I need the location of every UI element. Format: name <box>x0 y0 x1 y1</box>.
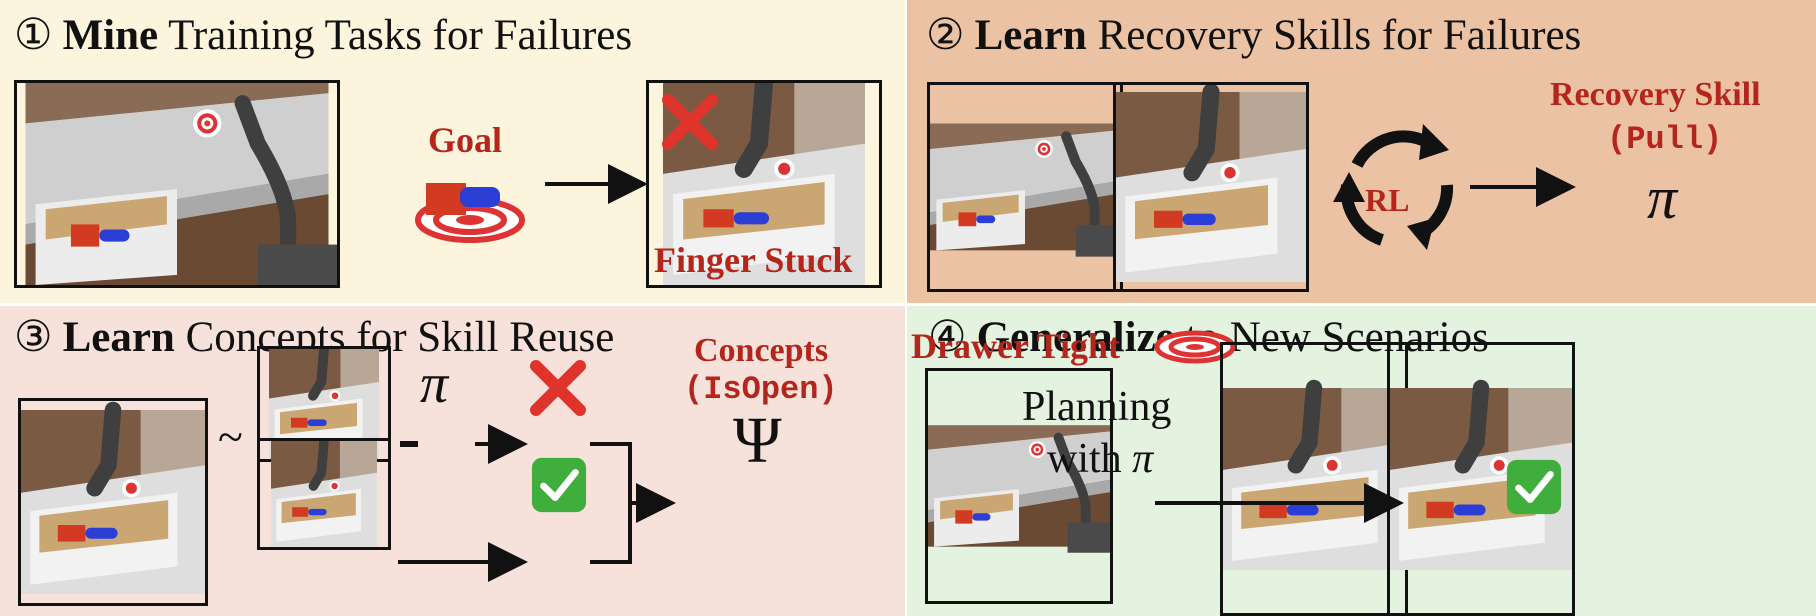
recovery-scene-image-2 <box>1113 82 1309 292</box>
step-number: ① <box>14 12 53 59</box>
planning-with-text: with <box>1047 436 1133 482</box>
concepts-code: (IsOpen) <box>684 371 838 408</box>
target-icon <box>1154 330 1236 364</box>
planning-label-line1: Planning <box>1022 384 1172 430</box>
check-mark-icon <box>1505 458 1563 516</box>
training-scene-image <box>14 80 340 288</box>
title-rest: Concepts for Skill Reuse <box>174 314 615 361</box>
step-number: ② <box>926 12 965 59</box>
concept-sample-scene-2 <box>257 438 391 550</box>
pi-symbol: π <box>1647 165 1678 231</box>
rl-label: RL <box>1365 182 1410 218</box>
pi-symbol: π <box>420 353 449 415</box>
new-scenario-scene-image <box>925 368 1113 604</box>
goal-icon <box>415 183 525 243</box>
result-scene-image-2 <box>1387 342 1575 616</box>
title-rest: Training Tasks for Failures <box>158 12 633 59</box>
title-rest: to New Scenarios <box>1174 314 1489 361</box>
finger-stuck-label: Finger Stuck <box>654 240 853 280</box>
goal-label: Goal <box>428 120 503 160</box>
result-scene-image-1 <box>1220 342 1408 616</box>
cross-mark-icon <box>528 358 588 418</box>
recovery-scene-image-1 <box>927 82 1123 292</box>
title-bold: Generalize <box>976 314 1175 361</box>
planning-label-line2: with π <box>1047 438 1153 480</box>
recovery-skill-code: (Pull) <box>1607 121 1723 158</box>
pi-symbol: π <box>1132 436 1154 482</box>
recovery-skill-label: Recovery Skill <box>1550 76 1761 113</box>
concept-source-scene-image <box>18 398 208 606</box>
title-bold: Mine <box>62 12 159 59</box>
title-rest: Recovery Skills for Failures <box>1086 12 1582 59</box>
title-bold: Learn <box>62 314 175 361</box>
rl-cycle-arrows-icon <box>1333 124 1454 250</box>
sample-tilde: ~ <box>218 411 243 462</box>
psi-symbol: Ψ <box>733 404 782 477</box>
title-bold: Learn <box>974 12 1087 59</box>
step-number: ④ <box>928 314 967 361</box>
step-number: ③ <box>14 314 53 361</box>
cross-mark-icon <box>660 92 720 152</box>
check-mark-icon <box>530 456 588 514</box>
concepts-label: Concepts <box>694 332 829 369</box>
drawer-tight-label: Drawer Tight <box>911 326 1121 366</box>
